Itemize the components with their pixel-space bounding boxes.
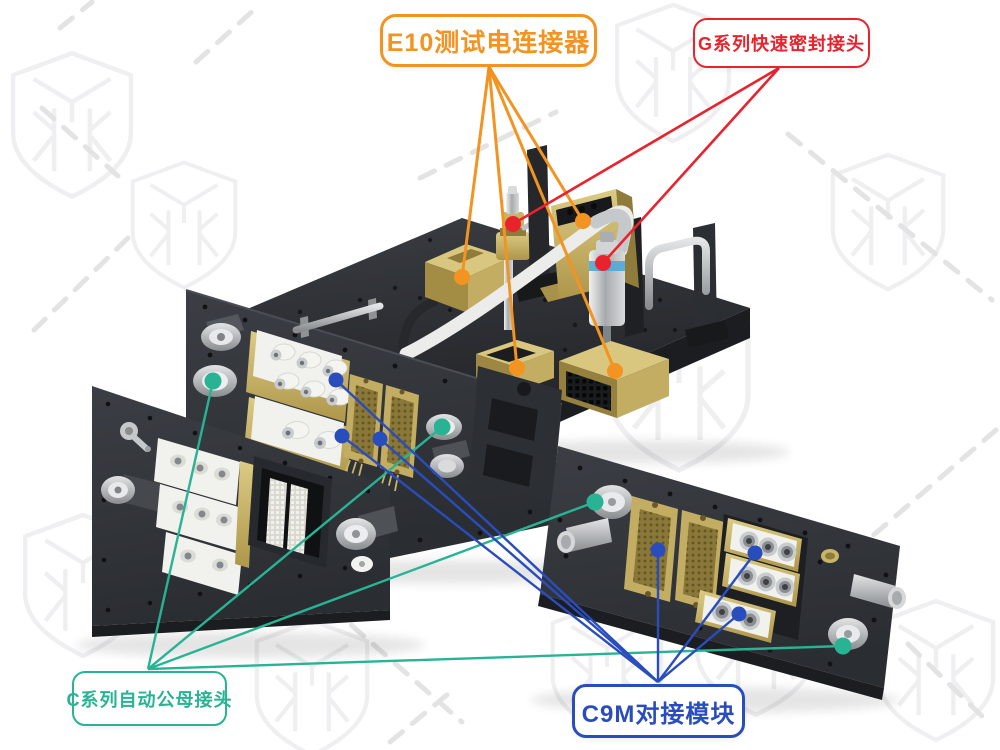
keyhole-tab xyxy=(120,422,151,452)
washer xyxy=(351,556,373,572)
c9m-target-dot xyxy=(731,606,747,622)
c-series-leader-line xyxy=(147,500,596,671)
panel-right xyxy=(538,446,906,700)
callout-c9m-label: C9M对接模块 xyxy=(581,700,736,728)
c9m-leader-line xyxy=(379,438,659,683)
c-series-target-dot xyxy=(586,493,604,511)
connector-white-block-row3 xyxy=(162,532,242,595)
c9m-leader-line xyxy=(335,379,659,683)
connector-white-block-row2 xyxy=(156,484,242,551)
e10-target-dot xyxy=(607,363,623,379)
c-series-target-dot xyxy=(834,637,852,655)
e10-target-dot xyxy=(575,213,591,229)
c9m-leader-line xyxy=(657,552,756,683)
callout-c9m-docking-module: C9M对接模块 xyxy=(572,684,745,738)
connector-c9m-module-right-2 xyxy=(675,510,724,612)
e10-leader-line xyxy=(460,66,491,278)
connector-white-block-row1 xyxy=(154,438,240,505)
c9m-target-dot xyxy=(747,545,763,561)
c9m-target-dot xyxy=(334,428,350,444)
leader-annotations xyxy=(146,66,852,683)
connector-bay xyxy=(248,456,332,568)
stud-left xyxy=(557,518,612,553)
c9m-target-dot xyxy=(328,372,344,388)
connector-auto-coupling-block-2 xyxy=(244,396,352,480)
fitting-hex-upper xyxy=(201,314,244,351)
g-series-leader-line xyxy=(512,66,780,226)
g-series-leader-line xyxy=(602,67,780,264)
c-series-target-dot xyxy=(204,372,222,390)
connector-circular-bay xyxy=(714,514,808,640)
chrome-handle xyxy=(645,236,710,310)
callout-c-series-label: C系列自动公母接头 xyxy=(66,689,233,710)
fitting-hex-right-lower xyxy=(430,440,470,478)
g-series-target-dot xyxy=(595,255,611,271)
tube-chrome-elbow xyxy=(589,208,632,255)
fitting-hex-left xyxy=(101,474,162,512)
callout-g-series-seal-coupling: G系列快速密封接头 xyxy=(693,18,870,68)
corner-bracket xyxy=(470,366,562,502)
panel-handle xyxy=(292,298,384,338)
callout-e10-test-connector: E10测试电连接器 xyxy=(380,14,597,67)
hex-bolt-left-panel xyxy=(336,506,398,550)
c9m-leader-line xyxy=(657,613,740,683)
c-series-leader-line xyxy=(147,644,844,671)
c-series-leader-line xyxy=(146,380,215,670)
c9m-target-dot xyxy=(650,542,666,558)
callout-e10-label: E10测试电连接器 xyxy=(386,28,591,57)
c-series-leader-line xyxy=(147,426,443,670)
g-series-target-dot xyxy=(505,216,521,232)
c9m-target-dot xyxy=(372,431,388,447)
bolt-right-panel-upper xyxy=(591,485,633,519)
callout-c-series-auto-coupling: C系列自动公母接头 xyxy=(67,671,232,726)
e10-leader-line xyxy=(487,66,617,372)
connector-gold-multipin xyxy=(559,341,669,418)
stud-right xyxy=(850,574,906,609)
e10-target-dot xyxy=(454,269,470,285)
e10-target-dot xyxy=(509,360,525,376)
panel-left xyxy=(92,386,398,637)
callout-g-series-label: G系列快速密封接头 xyxy=(697,34,865,54)
c-series-target-dot xyxy=(433,418,451,436)
e10-leader-line xyxy=(487,66,519,369)
e10-leader-line xyxy=(487,66,585,222)
gold-hex-small xyxy=(821,549,839,563)
c9m-leader-line xyxy=(341,435,659,683)
connector-auto-coupling-block-1 xyxy=(246,330,352,422)
